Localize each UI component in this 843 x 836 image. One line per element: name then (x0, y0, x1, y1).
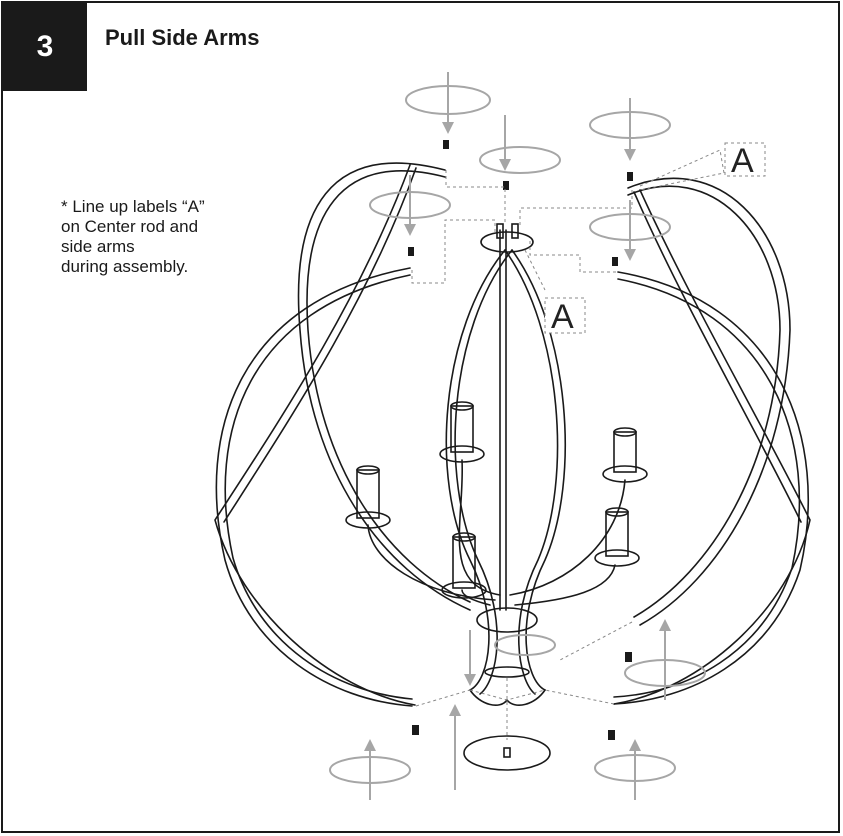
bottom-cap (463, 735, 551, 771)
rotation-arrows (329, 72, 706, 800)
leader-lines (411, 149, 725, 740)
arrow-down-5 (589, 200, 671, 261)
arrow-down-1 (405, 72, 491, 134)
arrow-down-6 (464, 630, 556, 686)
bottom-plate (484, 666, 530, 678)
arrow-up-1 (329, 739, 411, 800)
arrow-down-2 (479, 115, 561, 174)
note-line-2: on Center rod and (61, 217, 199, 236)
assembly-note: * Line up labels “A” on Center rod and s… (61, 197, 291, 277)
side-arm-right-outer (627, 177, 791, 626)
candle-right-front (594, 507, 640, 567)
side-arm-left-cross (214, 164, 416, 706)
side-arm-right-big (613, 271, 810, 705)
label-a-center: A (544, 297, 586, 336)
candle-center-front (441, 532, 487, 599)
note-line-3: side arms (61, 237, 135, 256)
side-arm-left-outer (297, 162, 471, 611)
step-number-badge: 3 (3, 3, 87, 91)
arrow-up-3 (594, 739, 676, 800)
arrow-up-4 (624, 619, 706, 700)
step-title: Pull Side Arms (105, 25, 260, 50)
side-arm-left-big-b (224, 274, 413, 700)
label-a-top-text: A (731, 142, 754, 180)
arrow-down-4 (369, 175, 451, 236)
side-arm-right-big-b (613, 278, 801, 698)
side-arm-left-cross-b (223, 167, 417, 523)
candle-left (345, 465, 391, 529)
side-arm-right-outer-b (627, 185, 781, 618)
candle-right-back (602, 427, 648, 483)
label-a-center-text: A (551, 298, 574, 336)
bottom-hub (476, 607, 538, 633)
side-arm-right-cross-b (633, 191, 802, 523)
screws (408, 140, 633, 740)
note-line-1: * Line up labels “A” (61, 197, 205, 216)
note-line-4: during assembly. (61, 257, 189, 276)
step-number: 3 (36, 30, 54, 63)
candle-center-back (439, 401, 485, 463)
label-a-top: A (724, 142, 766, 180)
top-hub (480, 231, 534, 253)
arrow-down-3 (589, 98, 671, 161)
side-arm-left-outer-b (306, 170, 471, 603)
side-arm-right-cross (613, 189, 811, 705)
